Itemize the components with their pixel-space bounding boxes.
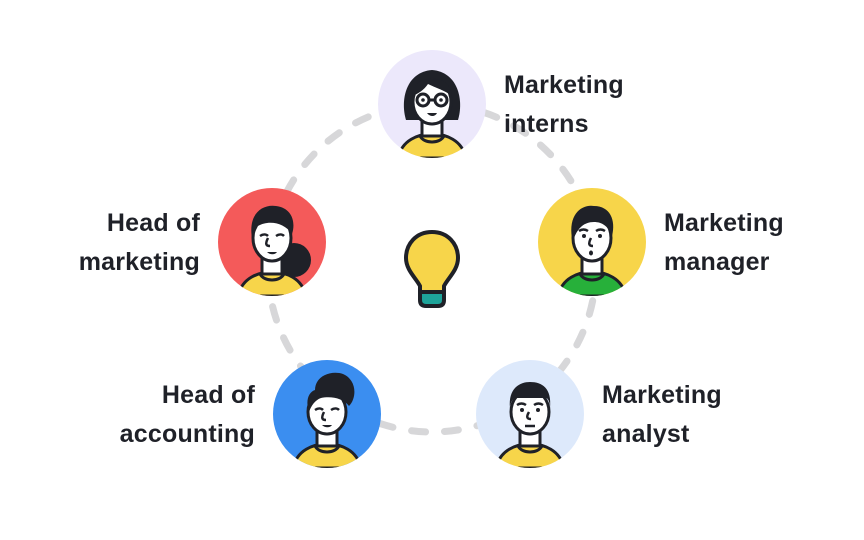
label-marketing-manager: Marketing manager [664, 209, 784, 276]
avatar-head-of-marketing [218, 188, 326, 296]
label-marketing-analyst: Marketing analyst [602, 381, 722, 448]
avatar-head-of-accounting [273, 360, 381, 468]
avatar-marketing-manager [538, 188, 646, 296]
label-marketing-interns: Marketing interns [504, 71, 624, 138]
avatar-marketing-interns [378, 50, 486, 158]
label-head-of-accounting: Head of accounting [119, 381, 255, 448]
lightbulb-icon [404, 230, 460, 308]
avatar-marketing-analyst [476, 360, 584, 468]
label-head-of-marketing: Head of marketing [78, 209, 200, 276]
